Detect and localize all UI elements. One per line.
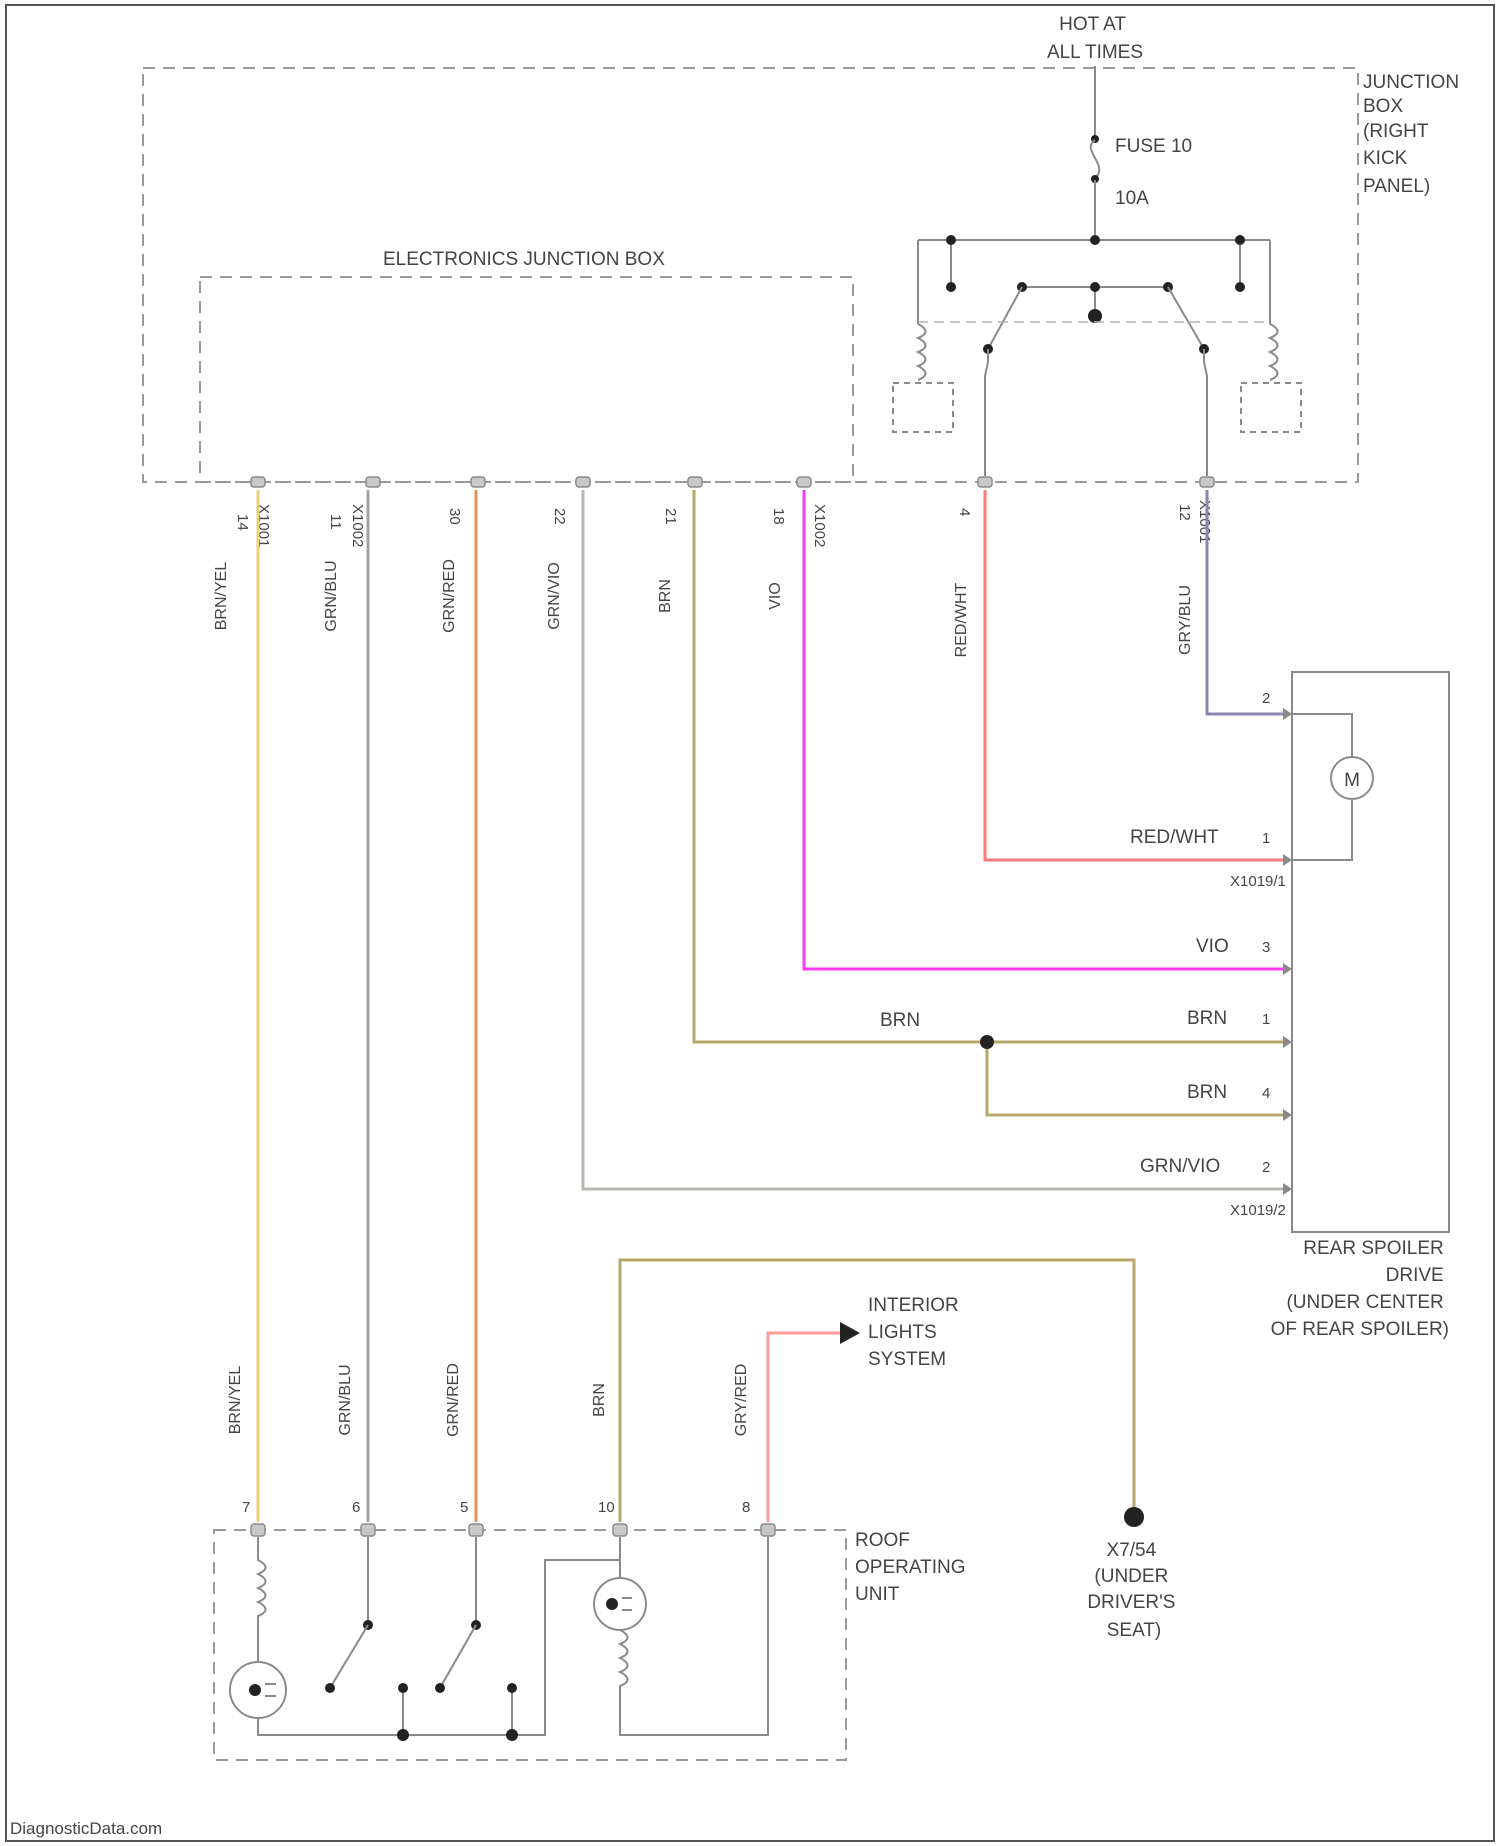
svg-text:2: 2: [1262, 690, 1270, 707]
svg-text:M: M: [1344, 770, 1360, 791]
svg-text:GRY/BLU: GRY/BLU: [1177, 585, 1194, 655]
svg-text:30: 30: [446, 508, 463, 525]
electronics-junction-box-frame: [200, 277, 853, 482]
svg-text:GRN/BLU: GRN/BLU: [323, 560, 340, 631]
svg-text:12: 12: [1176, 504, 1193, 521]
svg-text:22: 22: [551, 508, 568, 525]
rear-spoiler-drive-box: [1292, 672, 1449, 1232]
svg-text:X1019/1: X1019/1: [1230, 873, 1286, 890]
fuse-symbol: [1091, 140, 1100, 178]
electronics-junction-box-label: ELECTRONICS JUNCTION BOX: [383, 249, 665, 270]
svg-text:21: 21: [662, 508, 679, 525]
svg-text:X1001: X1001: [1196, 500, 1213, 543]
svg-text:1: 1: [1262, 1011, 1270, 1028]
svg-text:VIO: VIO: [1196, 936, 1229, 957]
svg-text:14: 14: [234, 514, 251, 531]
svg-text:GRN/BLU: GRN/BLU: [337, 1364, 354, 1435]
svg-text:BRN: BRN: [1187, 1008, 1227, 1029]
spoiler-connector-marks: [1283, 708, 1292, 1195]
brn-splice-label: BRN: [880, 1010, 920, 1031]
svg-text:11: 11: [327, 514, 344, 530]
svg-text:BRN: BRN: [657, 579, 674, 613]
junction-box-label: JUNCTION BOX (RIGHT KICK PANEL): [1363, 72, 1464, 197]
roof-unit-internals: [230, 1537, 768, 1741]
svg-text:BRN/YEL: BRN/YEL: [213, 562, 230, 631]
svg-text:8: 8: [742, 1499, 750, 1516]
svg-text:4: 4: [1262, 1085, 1270, 1102]
interior-lights-arrow: [840, 1322, 860, 1344]
wire-brn-splice: [987, 1042, 1283, 1115]
svg-text:BRN: BRN: [1187, 1082, 1227, 1103]
spoiler-pin-labels: 2 RED/WHT 1 VIO 3 BRN 1 BRN 4 GRN/VIO 2 …: [1130, 690, 1286, 1219]
brn-splice-point: [980, 1035, 994, 1049]
roof-pin-labels: BRN/YEL 7 GRN/BLU 6 GRN/RED 5 BRN 10 GRY…: [227, 1363, 750, 1516]
hot-at-all-times-label: HOT AT ALL TIMES: [1047, 14, 1143, 63]
ground-label: X7/54 (UNDER DRIVER'S SEAT): [1087, 1540, 1180, 1641]
spoiler-relay-assembly: [893, 235, 1301, 476]
svg-text:4: 4: [956, 508, 973, 516]
roof-operating-unit-label: ROOF OPERATING UNIT: [855, 1530, 971, 1605]
svg-text:GRN/RED: GRN/RED: [445, 1363, 462, 1437]
rear-spoiler-drive-label: REAR SPOILER DRIVE (UNDER CENTER OF REAR…: [1271, 1238, 1449, 1340]
svg-text:RED/WHT: RED/WHT: [953, 582, 970, 657]
svg-text:6: 6: [352, 1499, 360, 1516]
spoiler-motor: M: [1292, 714, 1373, 860]
svg-text:1: 1: [1262, 830, 1270, 847]
svg-text:X1002: X1002: [811, 504, 828, 547]
ejb-pin-labels: 14 X1001 BRN/YEL 11 X1002 GRN/BLU 30 GRN…: [213, 500, 1213, 657]
roof-operating-unit-frame: [214, 1530, 846, 1760]
svg-text:5: 5: [460, 1499, 468, 1516]
svg-text:BRN/YEL: BRN/YEL: [227, 1366, 244, 1435]
svg-text:2: 2: [1262, 1159, 1270, 1176]
wire-gry-blu: [1207, 490, 1290, 714]
svg-text:10: 10: [598, 1499, 615, 1516]
svg-text:BRN: BRN: [591, 1383, 608, 1417]
svg-text:GRN/VIO: GRN/VIO: [1140, 1156, 1220, 1177]
svg-text:GRN/VIO: GRN/VIO: [546, 562, 563, 630]
svg-text:GRY/RED: GRY/RED: [733, 1364, 750, 1437]
fuse-label: FUSE 10 10A: [1115, 136, 1197, 209]
svg-text:X1019/2: X1019/2: [1230, 1202, 1286, 1219]
interior-lights-label: INTERIOR LIGHTS SYSTEM: [868, 1295, 964, 1370]
footer-watermark: DiagnosticData.com: [10, 1819, 162, 1838]
svg-text:X1002: X1002: [349, 504, 366, 547]
svg-text:VIO: VIO: [767, 582, 784, 610]
svg-text:18: 18: [770, 508, 787, 525]
wire-red-wht: [985, 490, 1290, 860]
svg-text:7: 7: [242, 1499, 250, 1516]
wire-vio: [804, 490, 1283, 969]
svg-text:RED/WHT: RED/WHT: [1130, 827, 1219, 848]
svg-text:3: 3: [1262, 939, 1270, 956]
ground-point: [1124, 1507, 1144, 1527]
junction-box-frame: [143, 68, 1358, 482]
wire-brn-ejb: [694, 490, 1283, 1042]
svg-text:GRN/RED: GRN/RED: [441, 559, 458, 633]
wire-gry-red: [768, 1333, 840, 1522]
